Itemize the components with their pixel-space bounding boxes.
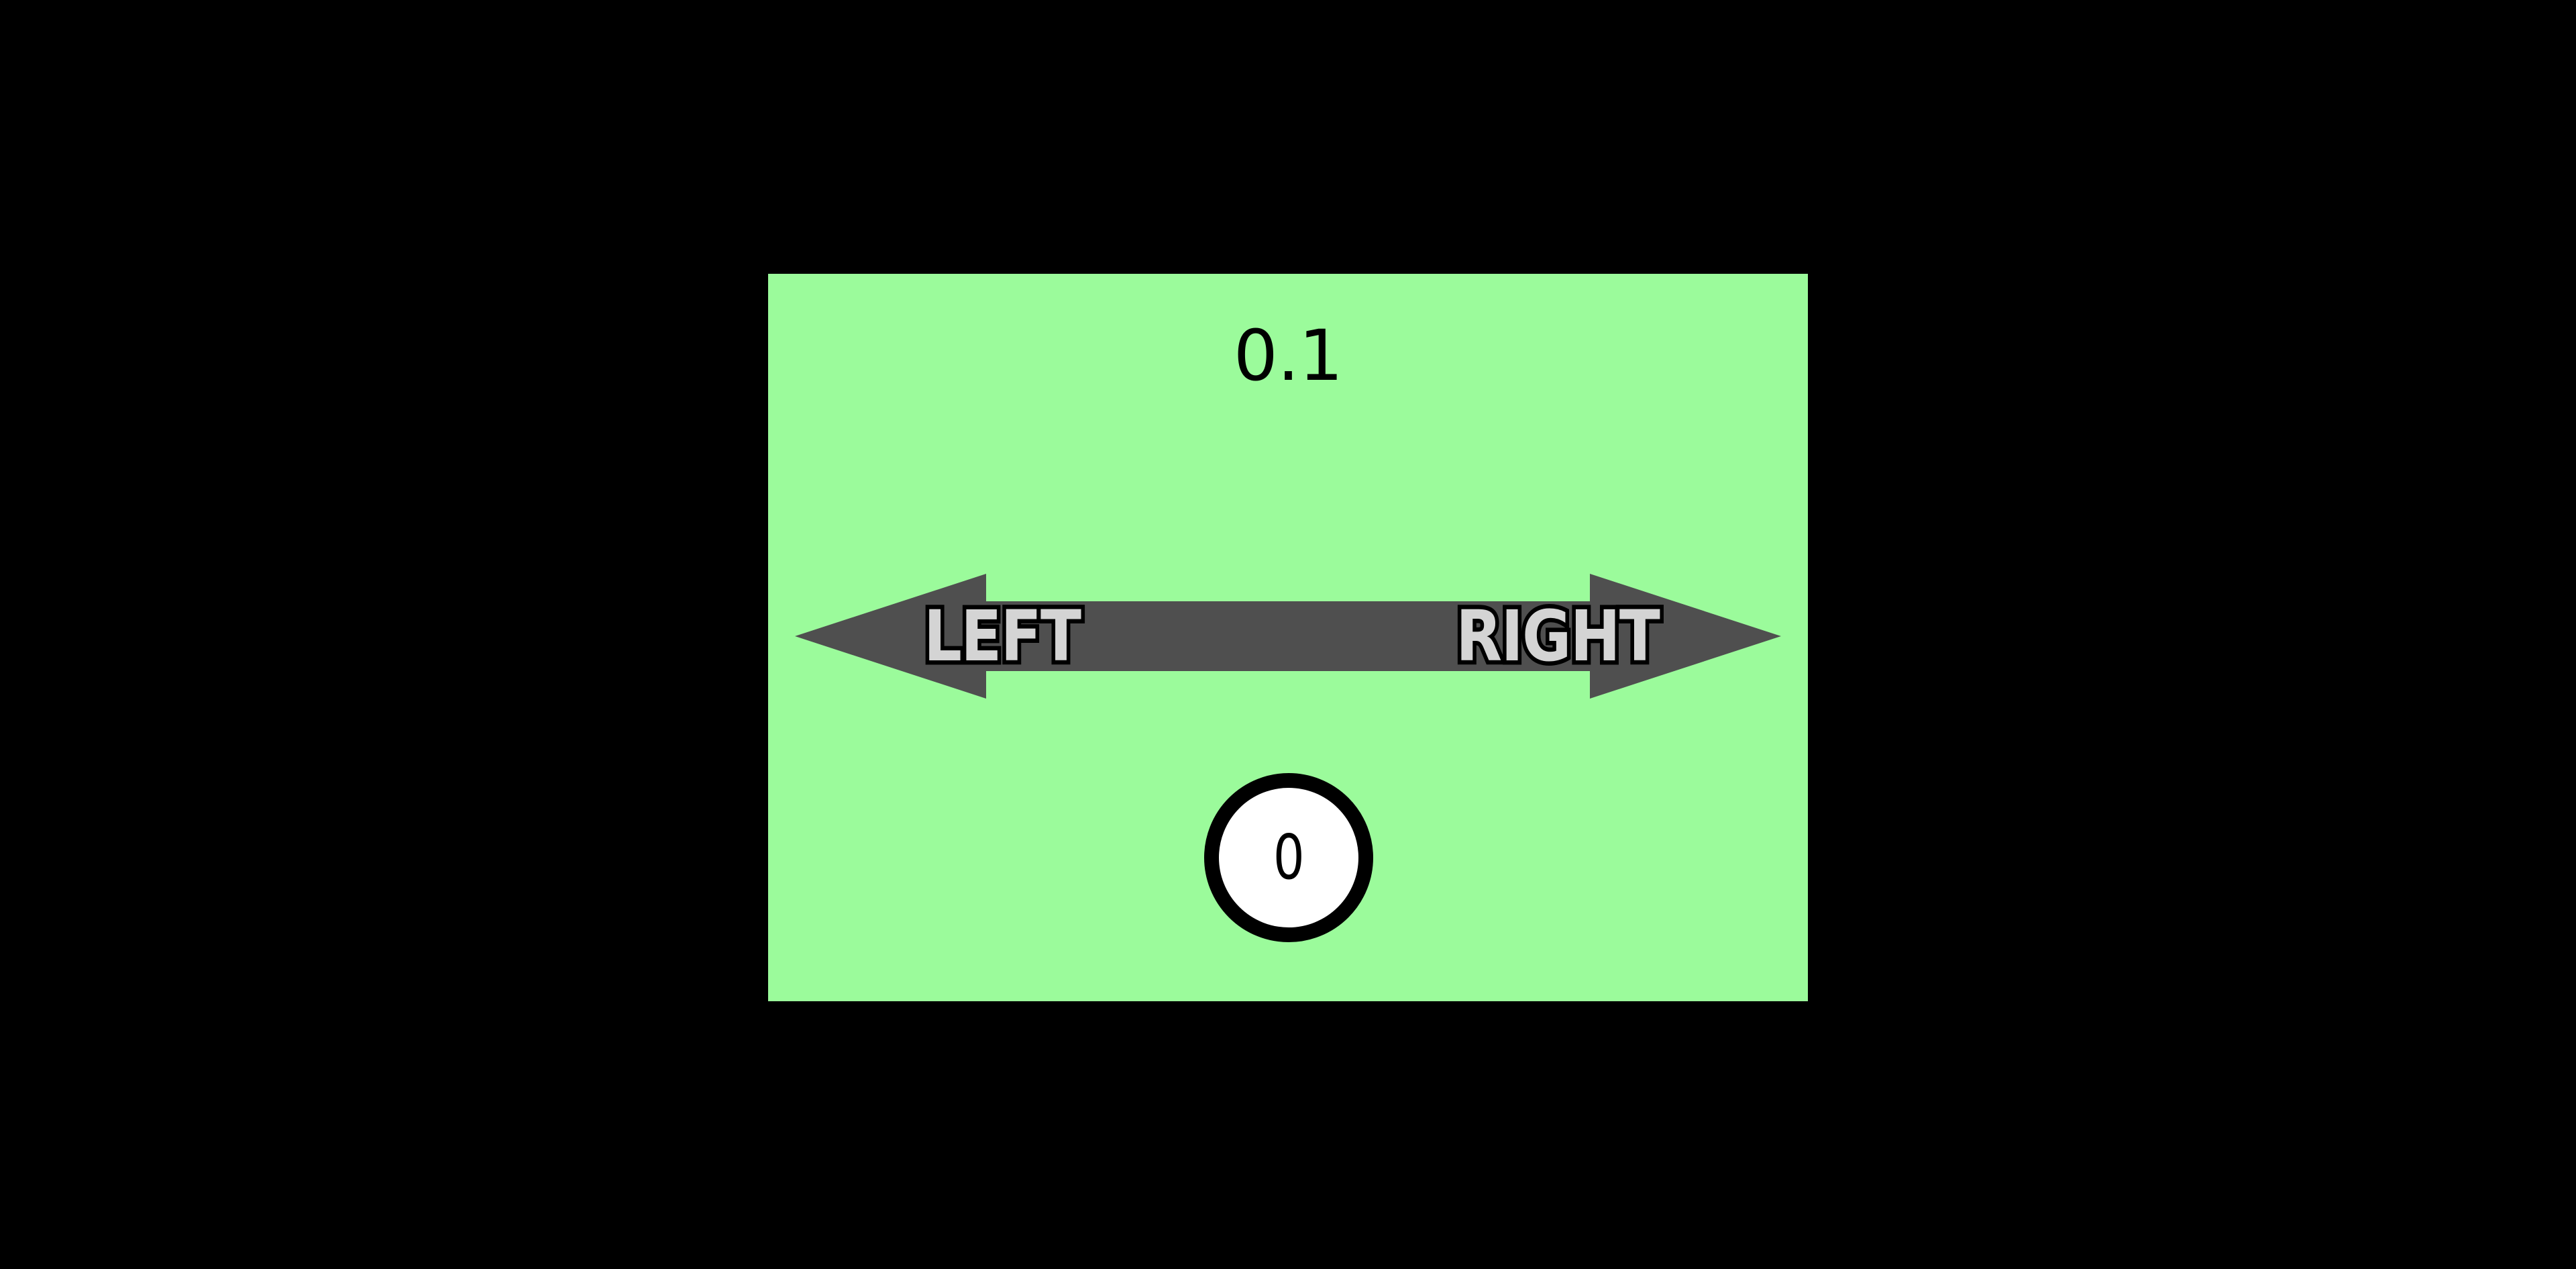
value-readout: 0.1 [1233,315,1343,397]
arrow-label-right[interactable]: RIGHT [1452,595,1664,677]
arrow-label-left[interactable]: LEFT [920,595,1085,677]
direction-control-stage: 0.1 LEFT RIGHT 0 [768,274,1808,1001]
double-arrow-icon [795,574,1781,699]
center-position-value: 0 [1273,821,1305,893]
direction-control[interactable]: LEFT RIGHT 0 [768,495,1808,942]
arrow-shape [795,574,1781,699]
center-position-indicator[interactable]: 0 [1204,773,1373,942]
